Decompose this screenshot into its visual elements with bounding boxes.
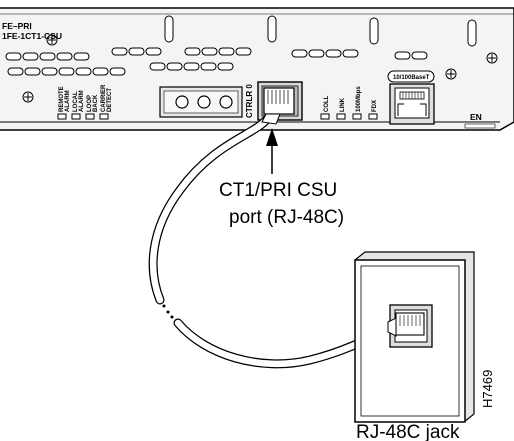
svg-text:CTRLR 0: CTRLR 0 [245,84,254,118]
loop-back-label-1: LOOP [87,95,93,112]
link-label: LINK [340,97,346,112]
screw-icon [445,68,457,80]
ethernet-port[interactable]: 10/100BaseT [387,70,435,125]
model-label-line1: FE–PRI [2,21,32,31]
remote-alarm-label-2: ALARM [65,90,71,112]
remote-alarm-label-1: REMOTE [59,86,65,112]
rj48c-wall-jack [354,251,475,423]
ctrlr-label: CTRLR 0 [245,84,254,118]
status-leds [57,113,109,120]
led-lens-icon [175,95,189,109]
carrier-detect-label-2: DETECT [107,88,113,112]
led-lens-icon [197,95,211,109]
local-alarm-label-1: LOCAL [73,91,79,112]
screw-icon [22,91,34,103]
coll-label: COLL [324,95,330,112]
carrier-detect-label-1: CARRIER [101,84,107,112]
ethernet-led-labels: COLL LINK 100Mbps FDX [324,86,378,112]
led-lens-box [159,86,243,118]
svg-text:H7469: H7469 [480,370,495,408]
en-label: EN [470,112,482,122]
screw-icon [46,34,58,46]
csu-port-callout-arrow [266,128,278,174]
ethernet-port-label: 10/100BaseT [393,75,430,81]
csu-port-label-line1: CT1/PRI CSU [219,180,337,201]
loop-back-label-2: BACK [93,94,99,112]
router-front-panel: FE–PRI 1FE-1CT1-CSU REMOTE ALARM LOCAL A… [0,7,514,131]
csu-port-label-line2: port (RJ-48C) [229,207,344,228]
figure-id: H7469 [480,370,495,408]
led-lens-icon [219,95,233,109]
ventilation-slots [164,15,477,47]
jack-label: RJ-48C jack [356,422,460,441]
status-led-labels: REMOTE ALARM LOCAL ALARM LOOP BACK CARRI… [59,84,113,112]
screw-icon [486,52,498,64]
cable-break-dots [162,304,174,319]
rj48c-plug-panel [261,87,295,125]
fdx-label: FDX [372,100,378,112]
oval-slot-row [5,47,428,76]
100mbps-label: 100Mbps [356,86,362,112]
model-label-line2: 1FE-1CT1-CSU [2,31,62,41]
ethernet-leds [320,113,378,120]
local-alarm-label-2: ALARM [79,90,85,112]
